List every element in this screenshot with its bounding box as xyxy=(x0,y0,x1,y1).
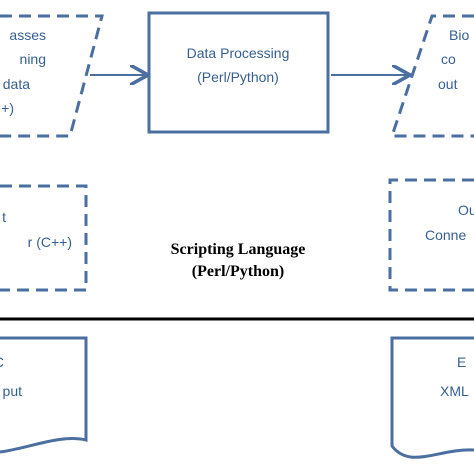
bio-output-parallelogram: Bio co out xyxy=(389,14,474,138)
input-data-parallelogram: asses ning data +) xyxy=(0,14,104,138)
output-connector-box-shape xyxy=(388,178,474,292)
output-document-left-line-1: C xyxy=(0,354,4,370)
output-connector-line-2: Conne xyxy=(425,227,466,243)
tool-box-left-line-1: t xyxy=(2,209,6,225)
output-connector-line-1: Ou xyxy=(458,202,474,218)
tool-box-left-shape xyxy=(0,184,88,292)
output-document-left-shape xyxy=(0,336,88,454)
data-processing-box-shape xyxy=(147,11,330,134)
input-data-line-1: asses xyxy=(9,27,46,43)
xml-document-line-1: E xyxy=(457,354,466,370)
input-data-line-2: ning xyxy=(20,51,46,67)
bio-output-line-3: out xyxy=(438,76,458,92)
scripting-language-subtitle: (Perl/Python) xyxy=(192,263,284,280)
xml-document-right-shape xyxy=(390,336,474,459)
input-data-line-4: +) xyxy=(1,100,14,116)
output-connector-box: Ou Conne xyxy=(388,178,474,292)
bio-output-line-2: co xyxy=(441,51,456,67)
output-document-left: C put xyxy=(0,336,88,454)
data-processing-subtitle: (Perl/Python) xyxy=(197,69,279,85)
data-processing-box: Data Processing (Perl/Python) xyxy=(147,11,330,134)
output-document-left-line-2: put xyxy=(3,383,23,399)
tool-box-left: t r (C++) xyxy=(0,184,88,292)
tool-box-left-line-2: r (C++) xyxy=(28,234,72,250)
input-data-line-3: data xyxy=(3,76,30,92)
scripting-language-title: Scripting Language xyxy=(171,241,306,258)
data-processing-title: Data Processing xyxy=(187,45,290,61)
bio-output-line-1: Bio xyxy=(449,27,469,43)
bio-output-parallelogram-shape xyxy=(389,14,474,138)
xml-document-line-2: XML xyxy=(440,383,469,399)
xml-document-right: E XML xyxy=(390,336,474,459)
